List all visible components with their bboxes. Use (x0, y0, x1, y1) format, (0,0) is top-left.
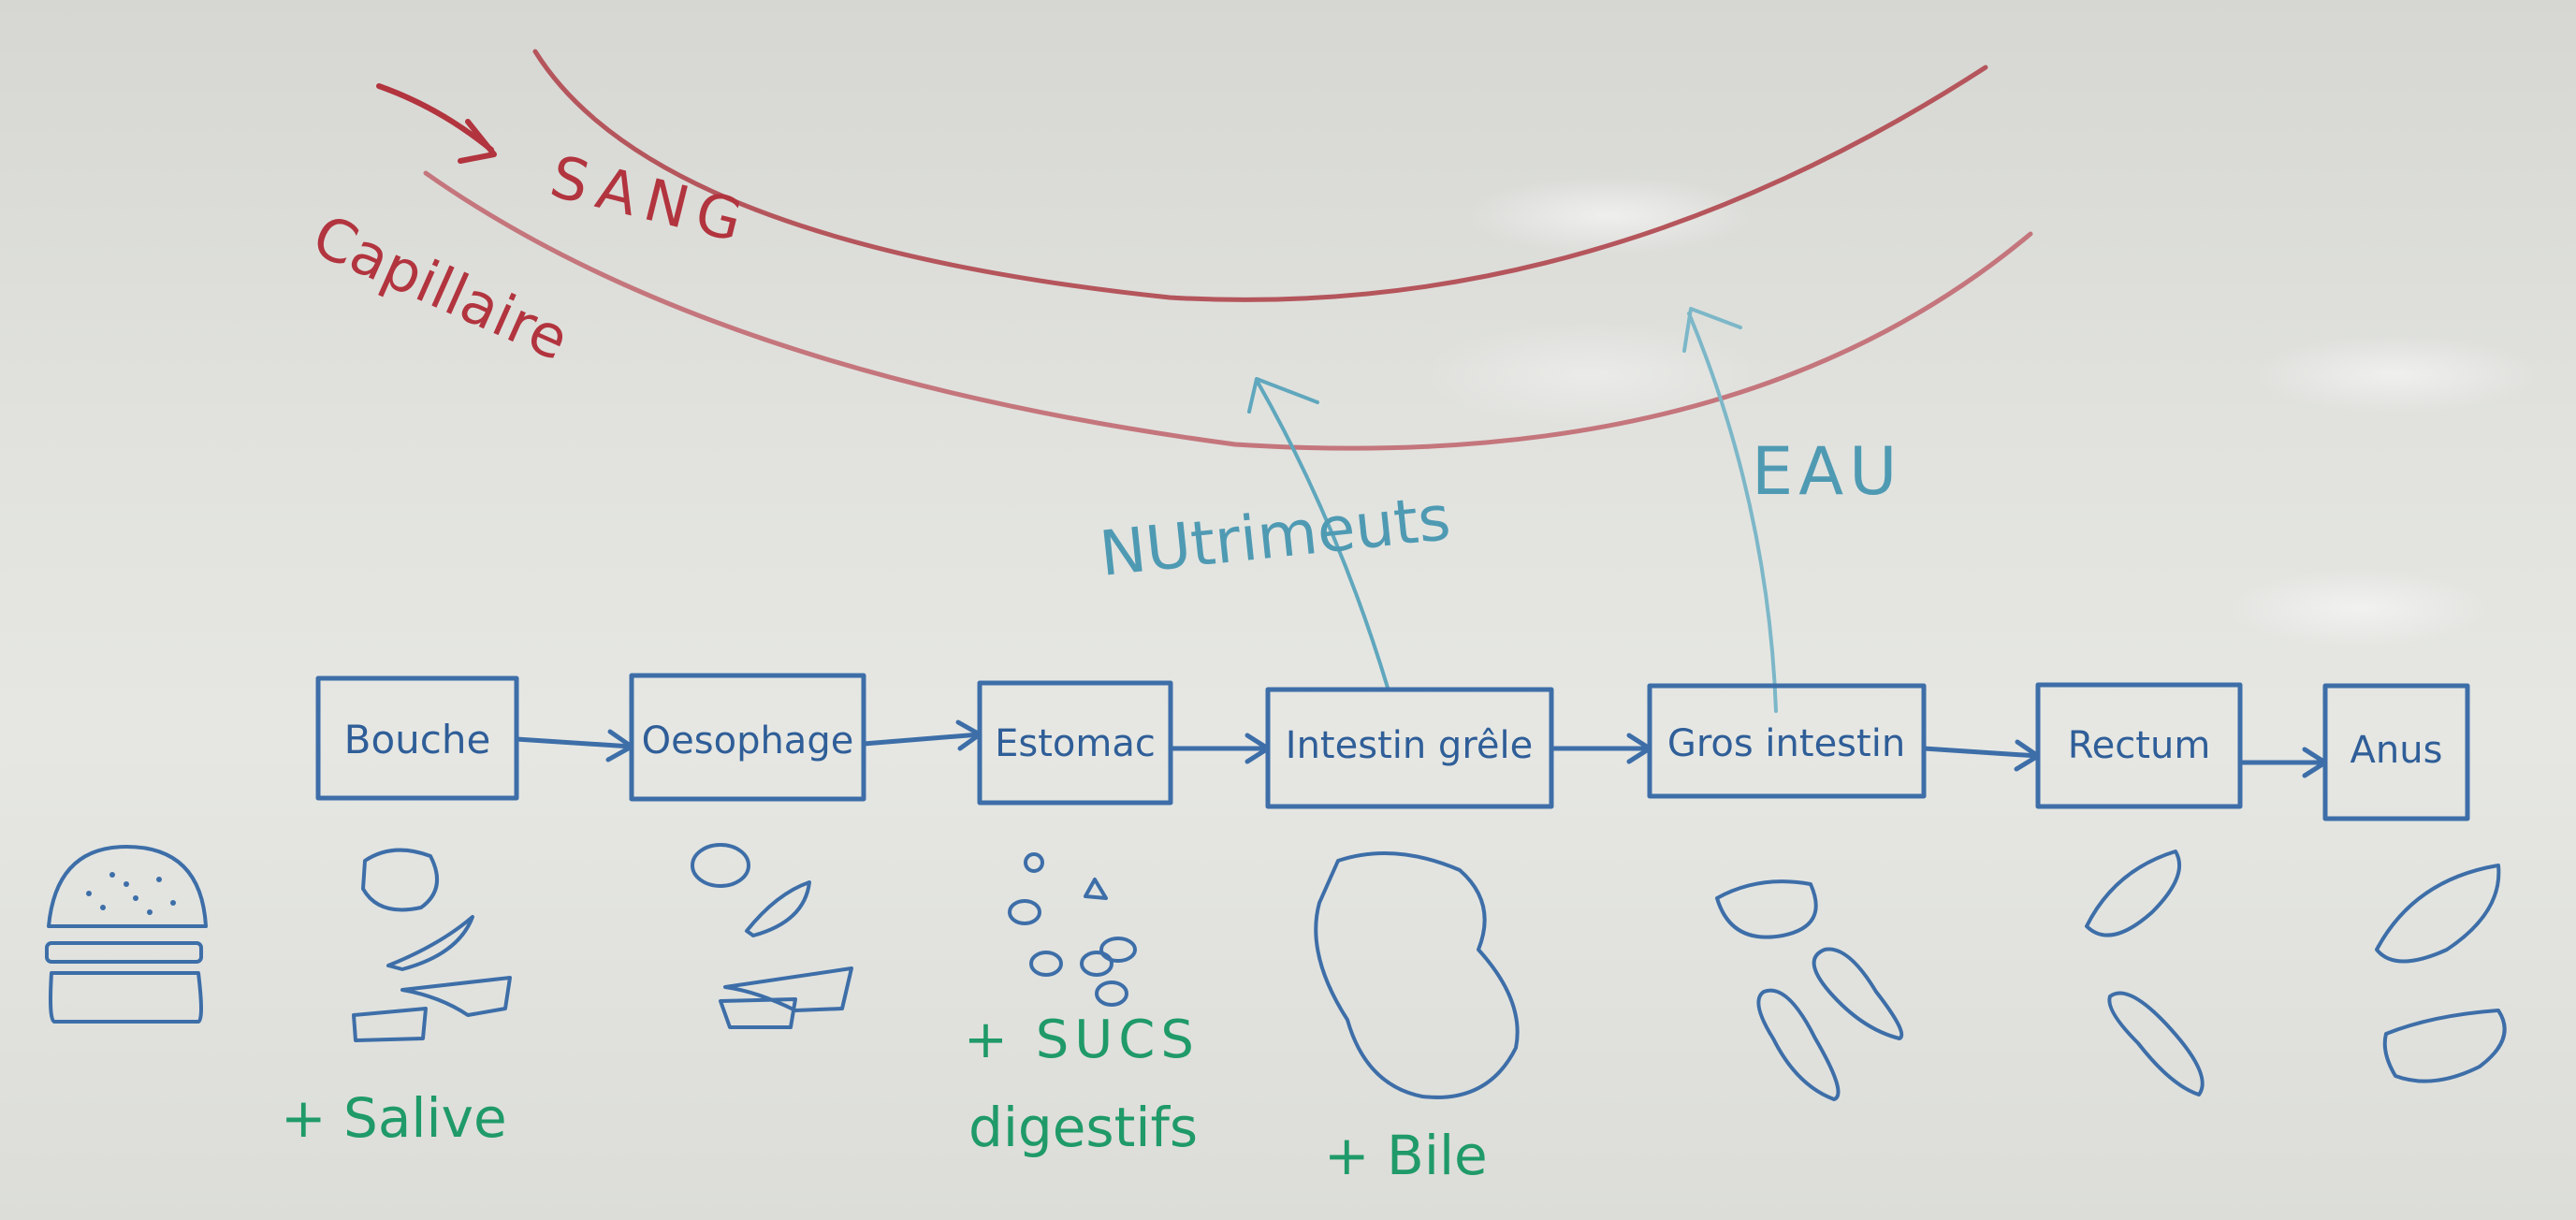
juices-label-line2: digestifs (968, 1096, 1198, 1159)
bile-label: + Bile (1324, 1124, 1488, 1187)
tract-arrows (514, 719, 2328, 778)
capillary-lower-wall (423, 170, 2033, 451)
organ-label-gros-intestin: Gros intestin (1667, 722, 1905, 765)
food-pieces-anus (2375, 864, 2507, 1083)
food-pieces-gros-intestin (1715, 879, 1904, 1101)
water-label: EAU (1752, 433, 1902, 510)
organ-box-anus (2322, 683, 2470, 821)
capillary-label: Capillaire (303, 201, 578, 374)
organ-label-bouche: Bouche (344, 717, 491, 762)
organ-label-anus: Anus (2350, 729, 2443, 772)
food-pieces-oesophage (691, 843, 853, 1029)
nutrients-arrow (1247, 377, 1390, 690)
food-pieces-estomac (1008, 852, 1137, 1007)
saliva-label: + Salive (281, 1086, 507, 1150)
organ-box-rectum (2035, 682, 2243, 809)
water-arrow (1682, 307, 1778, 713)
organ-box-estomac (977, 680, 1173, 806)
organ-label-rectum: Rectum (2068, 724, 2211, 767)
nutrients-label: NUtrimeuts (1097, 482, 1454, 590)
organ-label-intestin-grele: Intestin grêle (1286, 724, 1533, 767)
organ-box-oesophage (629, 673, 866, 802)
organ-label-estomac: Estomac (995, 722, 1156, 765)
burger-icon (45, 845, 208, 1024)
organ-box-gros-intestin (1647, 683, 1927, 799)
capillary-upper-wall (532, 49, 1988, 302)
blood-flow-arrow (376, 83, 497, 164)
juices-label-line1: + SUCS (964, 1009, 1200, 1070)
food-pieces-bouche (352, 848, 512, 1042)
food-blob-intestin-grele (1314, 851, 1520, 1099)
food-pieces-rectum (2085, 850, 2205, 1097)
food-drawings (45, 843, 2507, 1101)
organ-label-oesophage: Oesophage (642, 719, 854, 762)
